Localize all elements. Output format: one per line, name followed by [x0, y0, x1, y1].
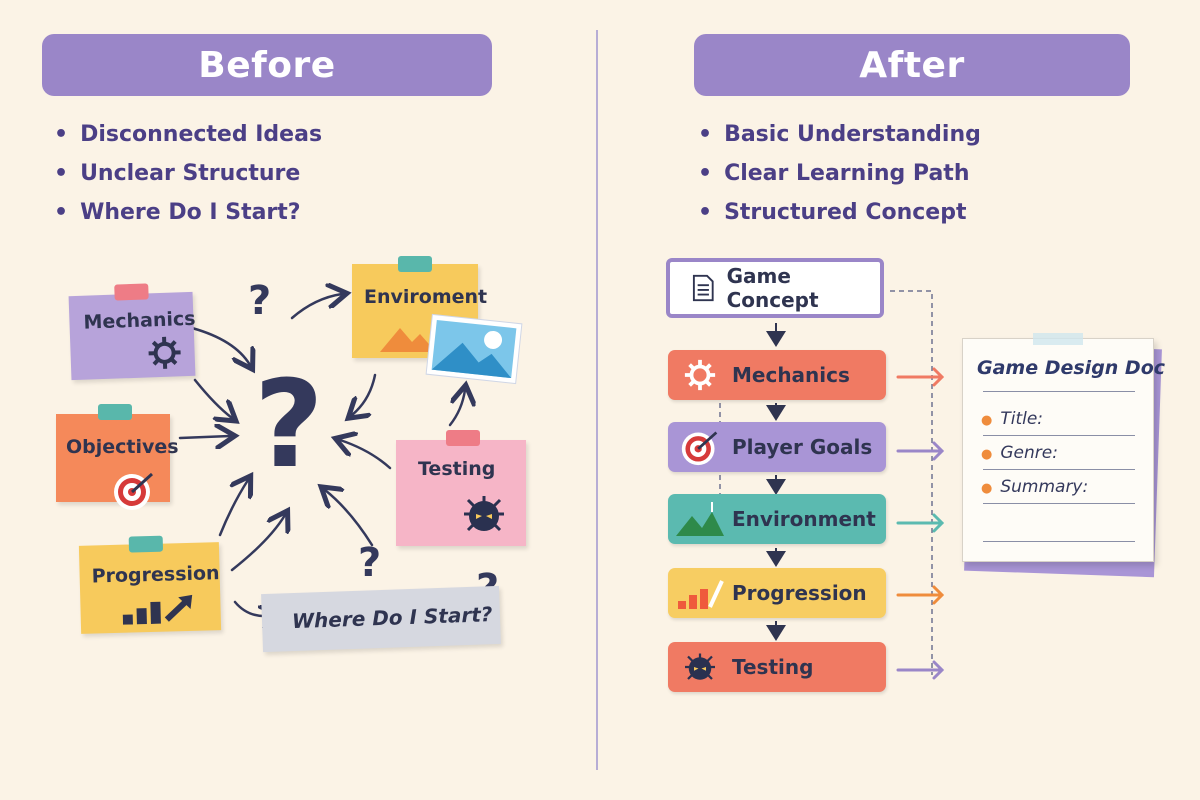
arrow	[340, 440, 392, 470]
before-bullet: Disconnected Ideas	[54, 122, 322, 161]
mountain-icon	[380, 328, 436, 352]
before-bullet: Where Do I Start?	[54, 200, 322, 239]
arrow	[290, 294, 342, 320]
question-mark: ?	[248, 278, 272, 324]
bar-chart-icon	[122, 594, 193, 625]
side-arrows	[896, 367, 945, 680]
bug-icon	[464, 496, 504, 532]
game-concept-box: Game Concept	[666, 258, 884, 318]
tape	[114, 283, 149, 301]
before-bullet: Unclear Structure	[54, 161, 322, 200]
tape	[446, 430, 480, 446]
step-testing: Testing	[668, 642, 886, 692]
doc-rule	[983, 541, 1135, 542]
note-progression: Progression	[78, 535, 222, 634]
doc-rule	[983, 435, 1135, 436]
target-icon	[114, 472, 154, 510]
landscape-image-icon	[425, 313, 523, 385]
after-bullet: Basic Understanding	[698, 122, 981, 161]
step-label: Progression	[732, 581, 867, 605]
note-label: Where Do I Start?	[291, 602, 493, 634]
after-bullet: Structured Concept	[698, 200, 981, 239]
question-mark: ?	[358, 540, 382, 586]
step-environment: Environment	[668, 494, 886, 544]
arrow	[896, 660, 945, 680]
game-concept-label: Game Concept	[726, 264, 819, 312]
arrow	[448, 390, 465, 427]
doc-rule	[983, 503, 1135, 504]
step-player-goals: Player Goals	[668, 422, 886, 472]
tape	[98, 404, 132, 420]
step-label: Testing	[732, 655, 814, 679]
note-label: Testing	[418, 458, 496, 480]
tape	[398, 256, 432, 272]
arrow	[896, 585, 945, 605]
before-title: Before	[198, 44, 336, 86]
arrow	[178, 436, 230, 438]
target-icon	[681, 431, 718, 466]
gear-icon	[684, 359, 716, 391]
step-progression: Progression	[668, 568, 886, 618]
note-label: Mechanics	[83, 307, 196, 334]
divider	[596, 30, 598, 770]
doc-rule	[983, 391, 1135, 392]
arrow	[352, 373, 377, 415]
doc-rule	[983, 469, 1135, 470]
tape	[128, 535, 164, 553]
arrow	[190, 326, 250, 365]
mountain-icon	[676, 502, 724, 536]
note-mechanics: Mechanics	[68, 283, 196, 381]
arrow	[325, 490, 374, 547]
step-label: Mechanics	[732, 363, 850, 387]
step-mechanics: Mechanics	[668, 350, 886, 400]
document-icon	[692, 274, 714, 302]
note-objectives: Objectives	[56, 404, 179, 510]
note-label: Enviroment	[364, 286, 488, 308]
doc-field: Genre:	[981, 443, 1058, 463]
note-where-do-i-start: Where Do I Start?	[261, 585, 501, 653]
step-label: Environment	[732, 507, 876, 531]
after-banner: After	[694, 34, 1130, 96]
after-bullets: Basic Understanding Clear Learning Path …	[698, 122, 981, 239]
gear-icon	[148, 336, 181, 369]
doc-field: Title:	[981, 409, 1043, 429]
game-design-doc: Game Design Doc Title: Genre: Summary:	[962, 333, 1165, 562]
note-label: Progression	[91, 562, 220, 588]
step-label: Player Goals	[732, 435, 873, 459]
after-title: After	[859, 44, 965, 86]
before-bullets: Disconnected Ideas Unclear Structure Whe…	[54, 122, 322, 239]
before-banner: Before	[42, 34, 492, 96]
arrow	[896, 513, 945, 533]
note-label: Objectives	[66, 436, 179, 458]
doc-title: Game Design Doc	[977, 357, 1166, 379]
scattered-arrows	[178, 240, 596, 680]
big-question-mark: ?	[254, 356, 324, 495]
arrow	[896, 367, 945, 387]
bug-icon	[685, 653, 715, 680]
doc-tape	[1033, 333, 1083, 345]
arrow	[230, 515, 285, 572]
arrow	[218, 480, 248, 537]
bar-chart-icon	[678, 580, 724, 609]
arrow	[896, 441, 945, 461]
doc-field: Summary:	[981, 477, 1088, 497]
arrow	[193, 378, 232, 418]
after-bullet: Clear Learning Path	[698, 161, 981, 200]
note-testing: Testing	[396, 430, 526, 546]
